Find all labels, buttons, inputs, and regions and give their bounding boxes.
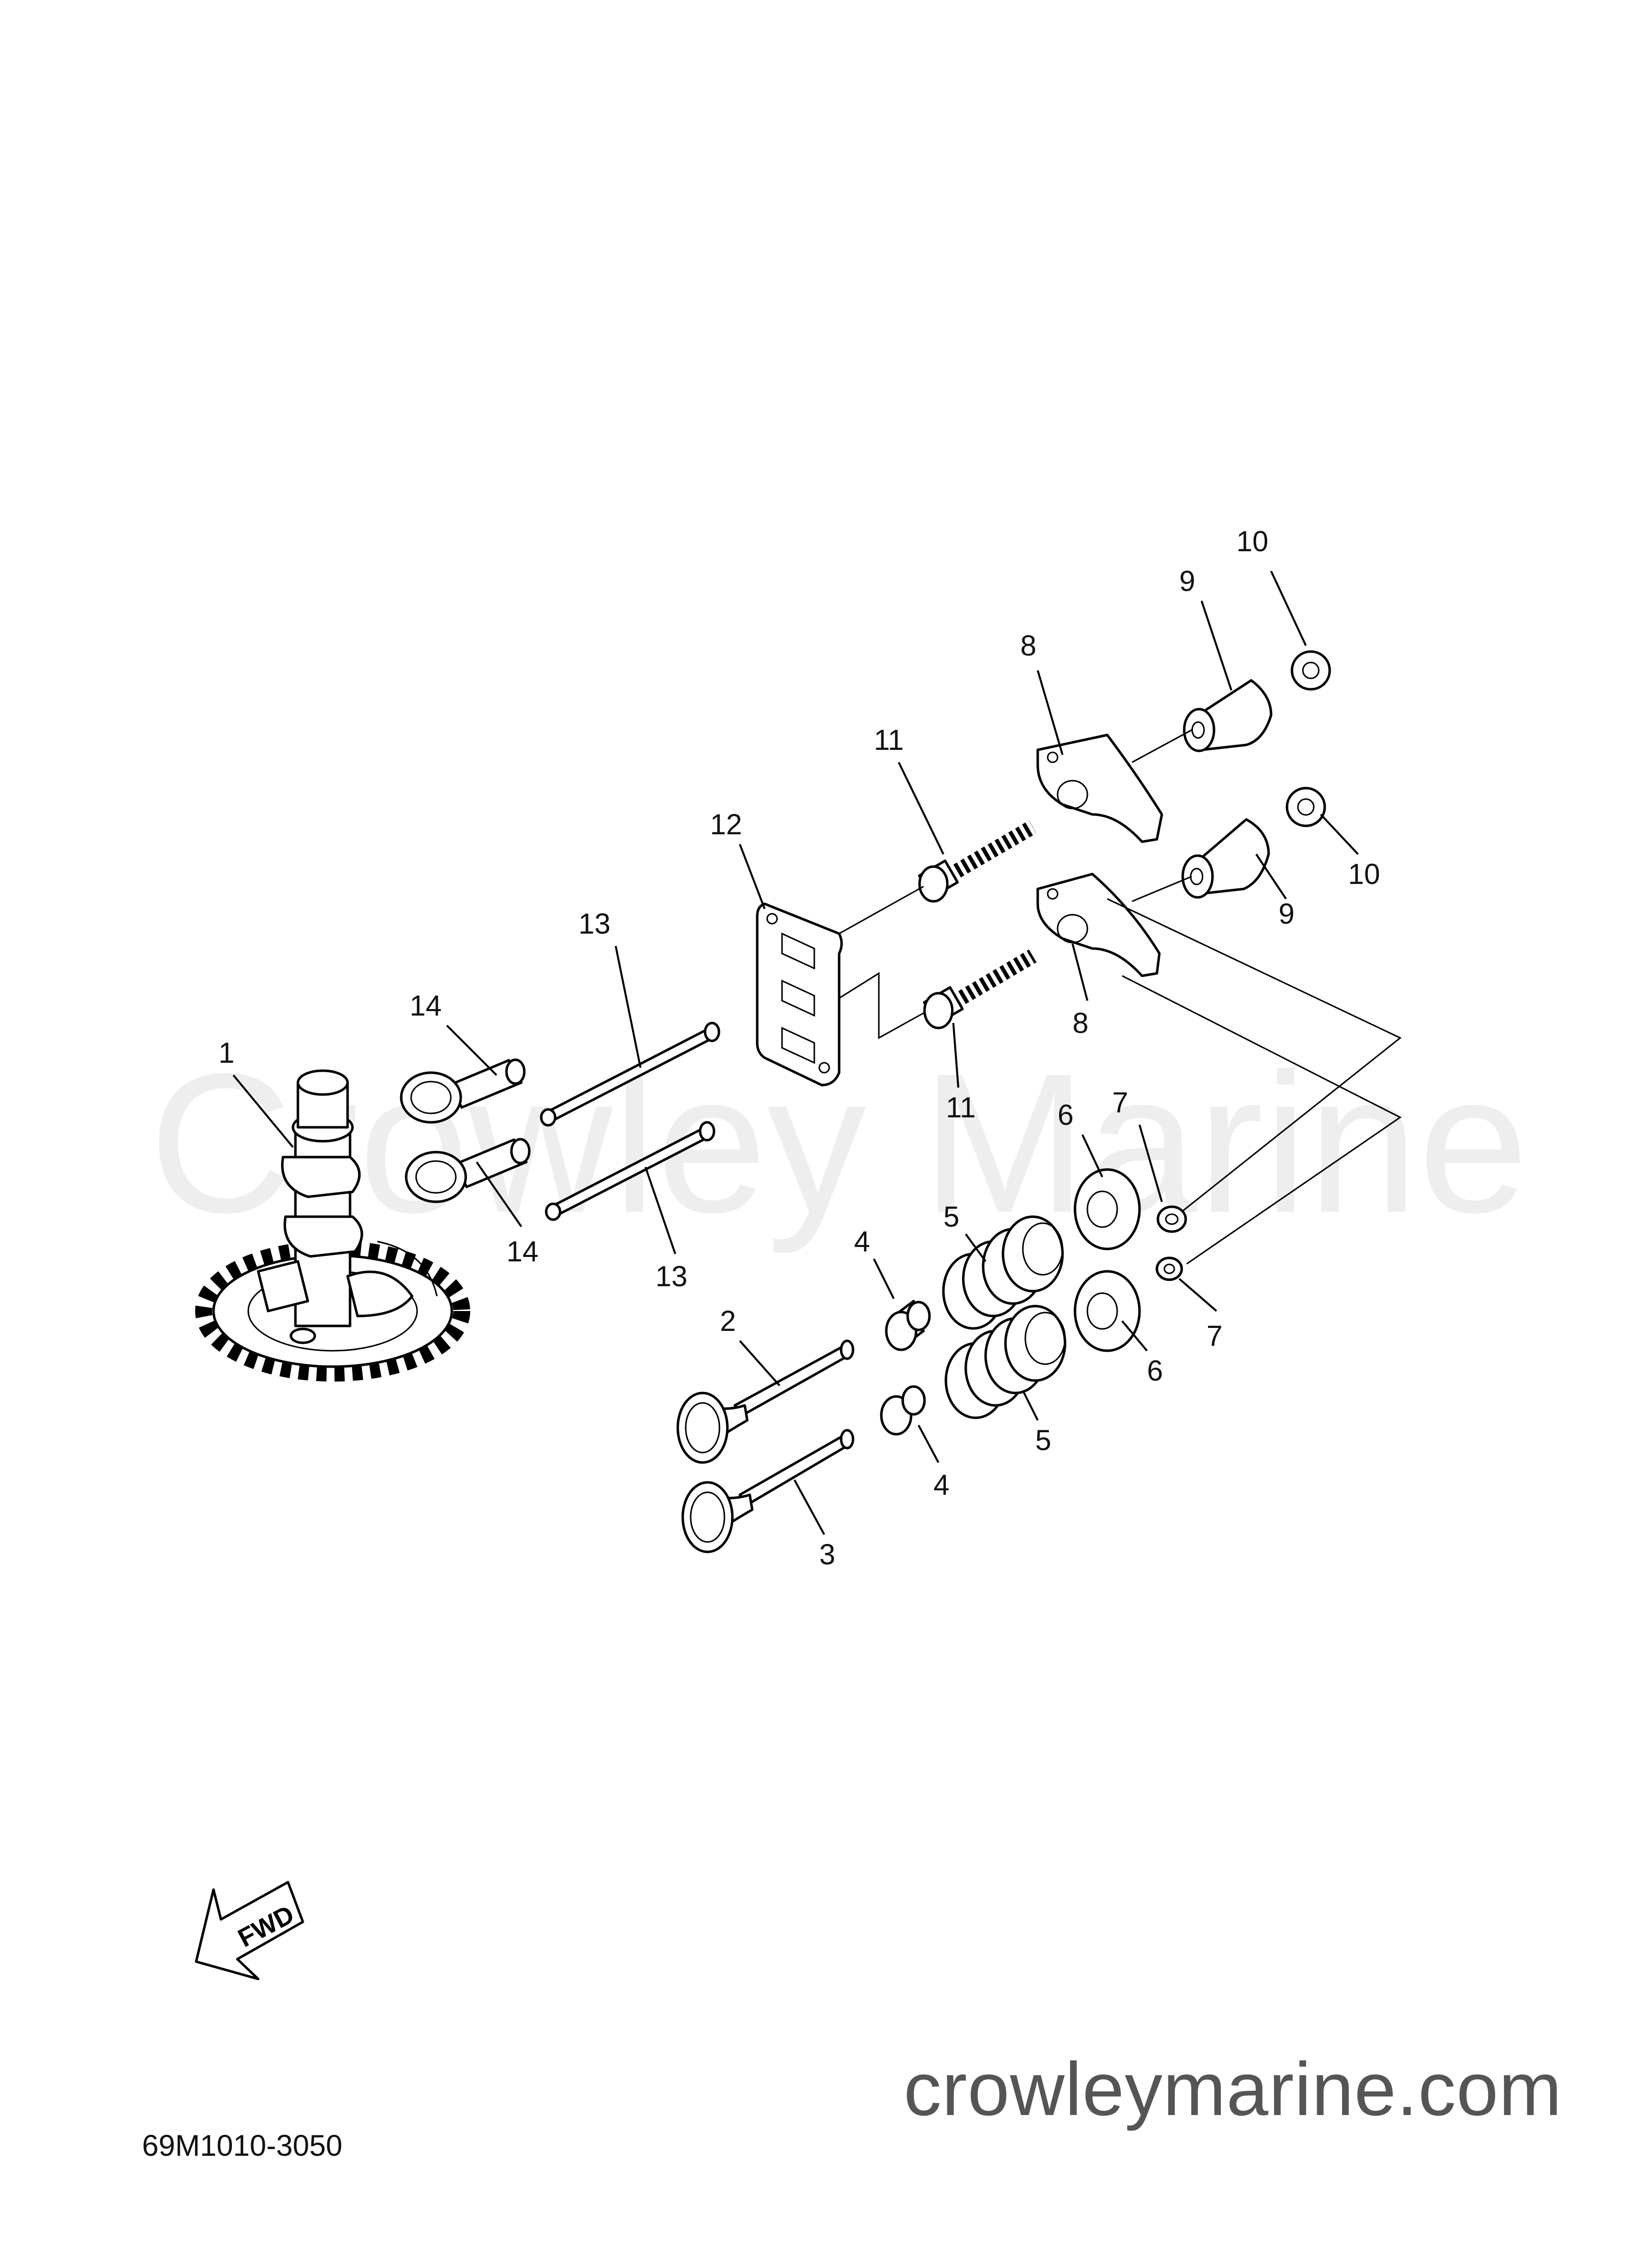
callout-6-upper: 6	[1058, 1099, 1073, 1131]
intake-valve-part	[676, 1339, 855, 1464]
callout-7-upper: 7	[1112, 1087, 1128, 1119]
nut-part-upper	[1290, 650, 1331, 691]
callout-9-lower: 9	[1279, 898, 1294, 930]
exhaust-valve-part	[681, 1429, 855, 1553]
callout-11-lower: 11	[946, 1092, 976, 1124]
tappet-part-upper	[400, 1058, 526, 1124]
callout-14-lower: 14	[506, 1236, 539, 1268]
callout-4-lower: 4	[933, 1469, 949, 1501]
tappet-part-lower	[405, 1138, 531, 1203]
callout-2: 2	[720, 1305, 736, 1337]
stem-seal-part-lower	[880, 1385, 926, 1436]
callout-10-lower: 10	[1348, 858, 1380, 890]
stem-seal-part-upper	[885, 1300, 931, 1351]
callout-7-lower: 7	[1207, 1320, 1222, 1352]
stud-bolt-part-lower	[923, 950, 1037, 1029]
callout-8-upper: 8	[1020, 630, 1036, 662]
rocker-arm-part-lower	[1036, 873, 1161, 977]
push-rod-part-lower	[545, 1121, 715, 1221]
leader-lines	[232, 571, 1359, 1535]
valve-collet-part-lower	[1155, 1256, 1183, 1281]
callout-11-upper: 11	[874, 724, 904, 756]
valve-retainer-part-upper	[1073, 1168, 1141, 1250]
fwd-arrow-icon: FWD	[195, 1881, 304, 1980]
callout-8-lower: 8	[1072, 1007, 1088, 1039]
stud-bolt-part-upper	[918, 820, 1037, 903]
site-footer: crowleymarine.com	[904, 2047, 1563, 2131]
callout-5-lower: 5	[1035, 1424, 1051, 1457]
callout-13-lower: 13	[655, 1260, 688, 1293]
assembly-lines	[839, 729, 1402, 1265]
nut-part-lower	[1285, 787, 1326, 827]
rocker-pivot-part-lower	[1181, 818, 1270, 899]
callout-4-upper: 4	[854, 1226, 870, 1258]
valve-spring-part-upper	[942, 1215, 1064, 1330]
callout-3: 3	[819, 1538, 835, 1571]
callout-5-upper: 5	[943, 1201, 959, 1233]
rocker-arm-part-upper	[1036, 733, 1163, 843]
diagram-code: 69M1010-3050	[142, 2129, 343, 2162]
callout-10-upper: 10	[1236, 525, 1269, 558]
callout-13-upper: 13	[578, 908, 611, 940]
camshaft-part	[195, 1069, 470, 1382]
guide-plate-part	[756, 902, 843, 1087]
callout-14-upper: 14	[410, 990, 442, 1022]
valve-collet-part-upper	[1156, 1205, 1187, 1233]
callout-12: 12	[710, 808, 742, 841]
rocker-pivot-part-upper	[1183, 679, 1273, 752]
push-rod-part-upper	[540, 1022, 720, 1127]
callout-9-upper: 9	[1179, 565, 1195, 597]
callout-1: 1	[218, 1037, 234, 1069]
callout-6-lower: 6	[1147, 1355, 1163, 1387]
valve-spring-part-lower	[944, 1305, 1067, 1419]
valve-retainer-part-lower	[1073, 1270, 1141, 1352]
